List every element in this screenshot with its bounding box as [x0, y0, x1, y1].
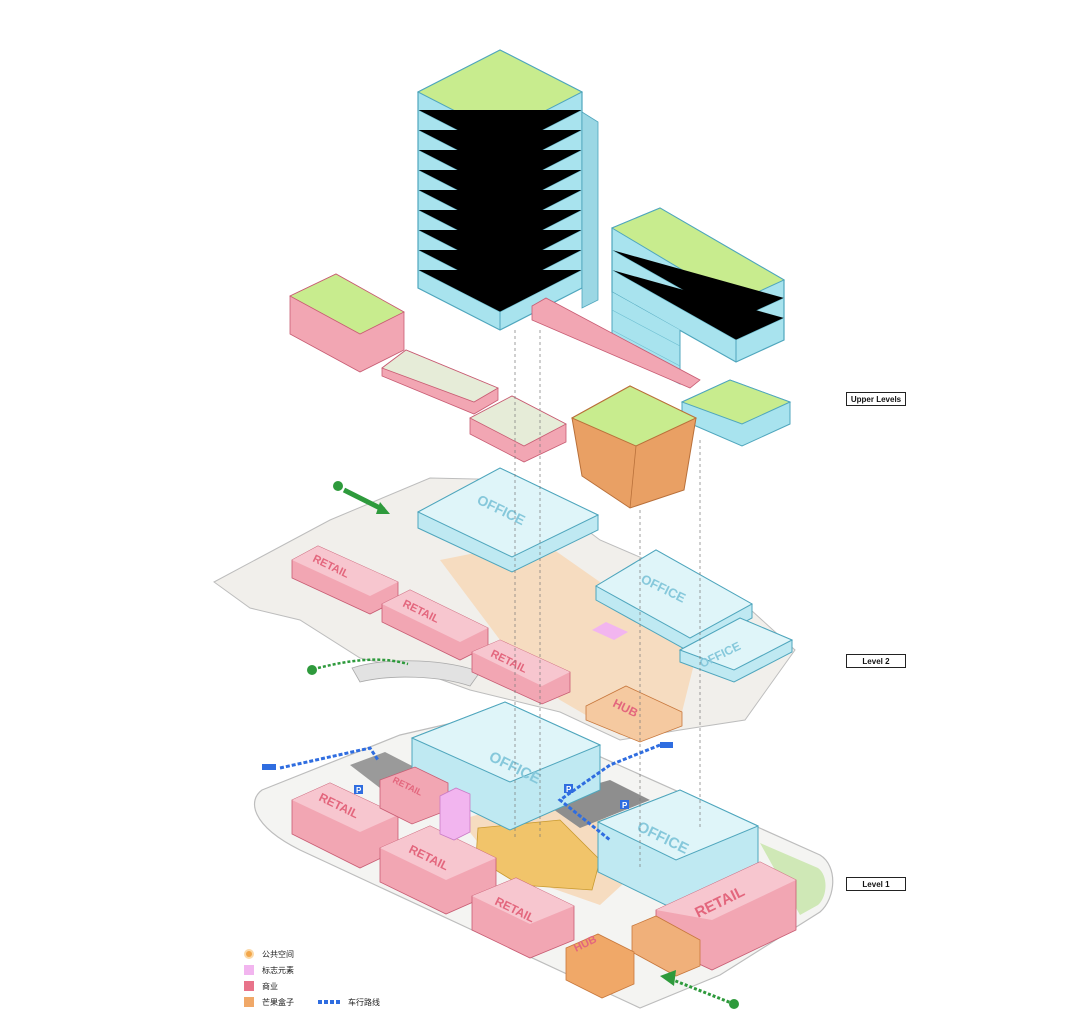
public-space-icon: [246, 951, 252, 957]
level-1-parking-ramp: [540, 780, 650, 828]
landmark-element: [592, 622, 628, 640]
level-1-group: OFFICE OFFICE RETAIL RETAIL RETAIL RETAI…: [253, 701, 834, 1009]
pedestrian-route: [667, 976, 735, 1006]
level-1-retail-1: RETAIL: [291, 782, 399, 869]
level-2-office-east: OFFICE: [594, 549, 754, 653]
level-1-retail-3: RETAIL: [379, 825, 497, 915]
pedestrian-route: [342, 487, 386, 513]
level-2-plaza: [440, 540, 700, 735]
pedestrian-arrow: [376, 502, 390, 514]
pedestrian-arrow: [660, 970, 676, 986]
level-tag-level-2: Level 2: [846, 654, 906, 668]
car-icon: [262, 764, 276, 770]
parking-letter: P: [566, 785, 572, 794]
legend-item-mango-box: 芒果盒子 车行路线: [244, 994, 380, 1010]
legend-label: 公共空间: [262, 949, 294, 959]
level-2-retail-1: RETAIL: [291, 545, 399, 615]
tower-floor-lines: [417, 109, 583, 313]
vehicle-route: [557, 743, 661, 842]
vehicle-route: [279, 746, 380, 770]
mango-box-upper: [570, 385, 698, 509]
commercial-swatch: [244, 981, 254, 991]
tower-main: [416, 49, 599, 331]
entrance-icon: [333, 481, 343, 491]
level-1-retail-2: RETAIL: [379, 766, 449, 825]
legend-route-label: 车行路线: [348, 997, 380, 1007]
level-tag-upper: Upper Levels: [846, 392, 906, 406]
legend-item-landmark: 标志元素: [244, 962, 380, 978]
tower-floor-lines: [611, 249, 785, 367]
level-1-retail-4: RETAIL: [471, 877, 575, 959]
tower-east: [610, 207, 786, 385]
level-2-retail-3: RETAIL: [471, 639, 571, 705]
parking-letter: P: [622, 801, 628, 810]
pedestrian-route: [317, 658, 409, 670]
legend: 公共空间 标志元素 商业 芒果盒子 车行路线: [244, 946, 380, 1010]
upper-retail-3: [469, 395, 567, 463]
parking-marker: [354, 785, 363, 794]
parking-letter: P: [356, 786, 362, 795]
legend-item-public-space: 公共空间: [244, 946, 380, 962]
landmark-element: [439, 787, 471, 841]
level-2-group: OFFICE OFFICE OFFICE RETAIL RETAIL RETA: [213, 467, 796, 743]
vehicle-route-swatch: [318, 1000, 340, 1004]
legend-item-commercial: 商业: [244, 978, 380, 994]
level-tag-level-1: Level 1: [846, 877, 906, 891]
upper-retail-1: [289, 273, 405, 373]
sky-bridge: [531, 297, 701, 389]
parking-marker: [564, 784, 573, 793]
level-1-parking-area: [350, 752, 420, 788]
level-2-office-west: OFFICE: [416, 467, 600, 573]
level-2-hub: HUB: [585, 685, 683, 743]
car-icon: [660, 742, 673, 748]
entrance-icon: [729, 999, 739, 1009]
upper-retail-2: [381, 349, 499, 415]
landmark-swatch: [244, 965, 254, 975]
entrance-icon: [307, 665, 317, 675]
mango-box-swatch: [244, 997, 254, 1007]
legend-label: 芒果盒子: [262, 997, 294, 1007]
legend-label: 标志元素: [262, 965, 294, 975]
podium-block-east: [680, 379, 792, 447]
alignment-lines: [514, 330, 701, 870]
upper-levels-group: [289, 49, 792, 870]
level-2-office-small: OFFICE: [678, 617, 794, 683]
legend-label: 商业: [262, 981, 278, 991]
parking-marker: [620, 800, 629, 809]
